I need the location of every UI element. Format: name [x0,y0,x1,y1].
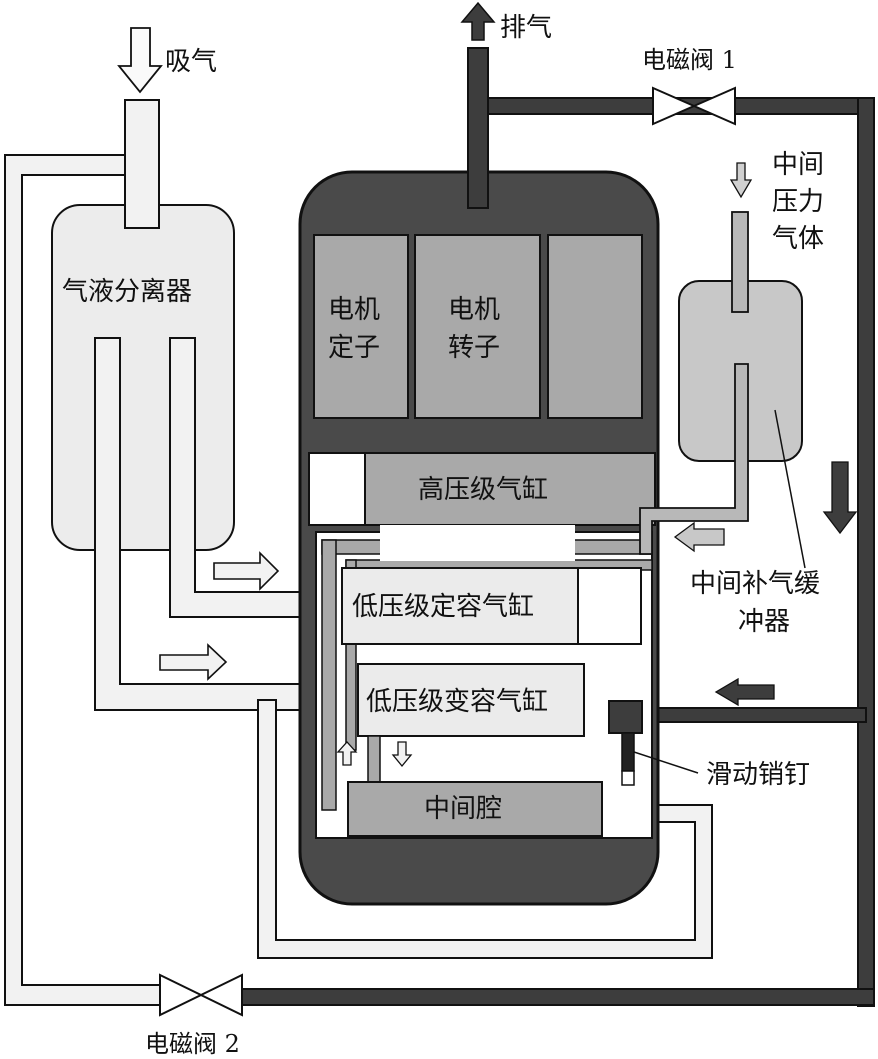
low-fixed-cylinder-right [577,567,642,645]
exhaust-arrow-icon [460,1,496,41]
solenoid-valve-1[interactable] [652,86,736,126]
buffer-leader-line [774,409,806,569]
flow-arrow-icon [159,643,228,681]
intake-label: 吸气 [165,47,217,77]
slide-pin-housing [608,700,643,734]
flow-left-arrow-icon [714,677,775,707]
stator-label-2: 定子 [328,333,380,363]
rotor-label-2: 转子 [448,333,500,363]
motor-stator-left [313,234,409,419]
intake-pipe [124,99,160,229]
injection-arrow-icon [673,521,725,553]
slide-pin-leader-line [633,751,699,774]
valve1-label: 电磁阀 1 [642,46,737,74]
buffer-label-2: 冲器 [738,607,790,637]
low-pressure-variable-cylinder [357,663,585,737]
stator-label-1: 电机 [328,295,380,325]
motor-rotor [414,234,541,419]
gas-liquid-separator [51,204,235,551]
slide-pin-label: 滑动销钉 [706,760,810,790]
slide-pin-spring [621,770,635,786]
low-variable-cylinder-label: 低压级变容气缸 [366,687,548,717]
up-arrow-icon [336,741,358,766]
down-arrow-icon [391,741,413,768]
solenoid-valve-2[interactable] [159,973,243,1017]
middle-chamber-label: 中间腔 [424,794,502,824]
valve2-label: 电磁阀 2 [145,1030,240,1058]
mid-gas-label-3: 气体 [772,224,824,254]
mid-gas-arrow-icon [729,162,753,199]
exhaust-label: 排气 [500,13,552,43]
exhaust-pipe [467,47,489,209]
low-pressure-fixed-cylinder [341,567,579,645]
flow-down-arrow-icon [822,461,858,535]
high-cylinder-white [308,452,366,526]
motor-stator-right [547,234,643,419]
injection-pipe [639,363,749,555]
middle-chamber [347,781,603,837]
buffer-label-1: 中间补气缓 [690,569,820,599]
mid-gas-inlet-pipe [731,211,749,313]
flow-arrow-icon [213,551,280,591]
rotor-label-1: 电机 [448,295,500,325]
intake-arrow-icon [117,27,163,94]
low-fixed-cylinder-gap [380,525,575,561]
mid-gas-label-2: 压力 [772,187,824,217]
mid-gas-label-1: 中间 [772,150,824,180]
high-cylinder-label: 高压级气缸 [418,475,548,505]
separator-label: 气液分离器 [62,277,192,307]
mid-feed-tube [367,735,381,783]
slide-pin [621,732,635,772]
low-fixed-cylinder-label: 低压级定容气缸 [352,592,534,622]
